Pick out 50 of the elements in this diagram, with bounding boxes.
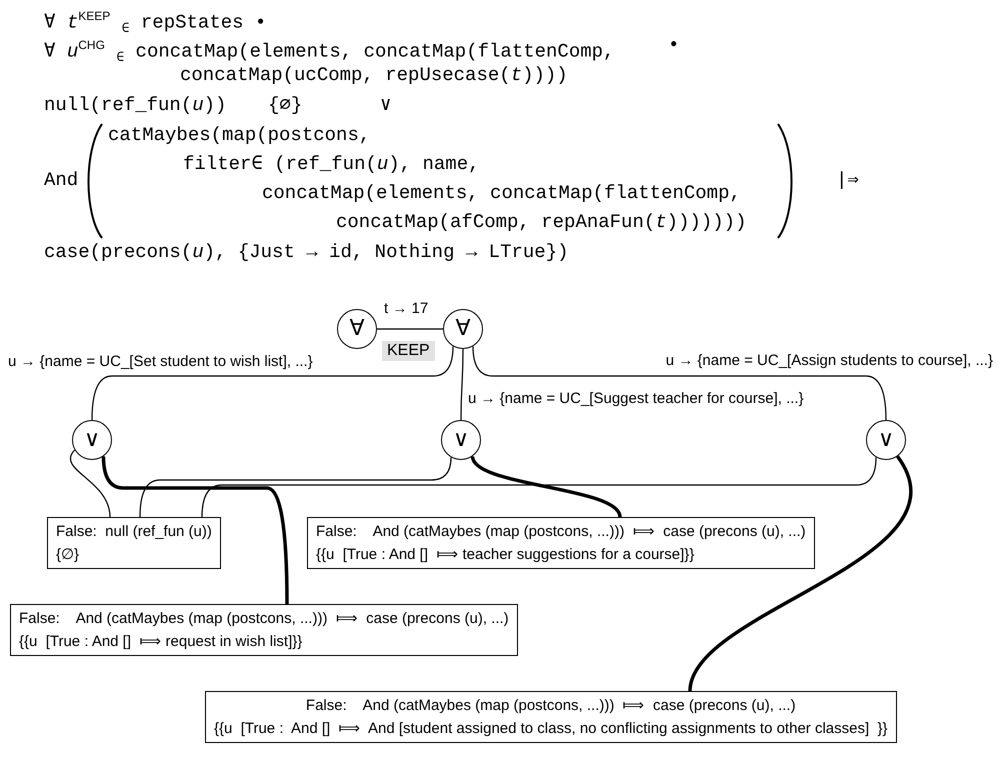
operator-symbol: ∨: [878, 429, 894, 451]
result-box: [10, 604, 518, 656]
thick-connector: [470, 456, 622, 518]
formula-text: concatMap(ucComp, repUsecase(t)))): [180, 63, 568, 87]
connector: [377, 328, 443, 330]
edge-label: u → {name = UC_[Assign students to course], ...}: [666, 352, 993, 370]
result-text: False: And (catMaybes (map (postcons, ...))) ⟾ case (precons (u), ...): [19, 609, 509, 628]
formula-text: ∀ t$^{KEEP}$ $_{∈}$ repStates •: [44, 8, 266, 38]
formula-text: ∀ u$^{CHG}$ $_{∈}$ concatMap(elements, concatMap(flattenComp,: [44, 37, 614, 66]
formula-text: ∨: [380, 93, 392, 117]
thick-connector: [102, 456, 289, 604]
connector: [139, 457, 452, 518]
formula-text: null(ref_fun(u)): [44, 93, 226, 117]
tag-label: KEEP: [382, 341, 435, 361]
result-text: {∅}: [56, 545, 80, 564]
operator-symbol: ∀: [455, 318, 471, 340]
result-text: {{u [True : And [] ⟾ And [student assigned to class, no conflicting assignments to other classes] }}: [214, 719, 888, 738]
formula-text: concatMap(afComp, repAnaFun(t))))))): [336, 210, 746, 234]
operator-symbol: ∀: [349, 318, 365, 340]
result-text: False: null (ref_fun (u)): [56, 522, 212, 541]
connector: [70, 450, 111, 518]
result-text: {{u [True : And [] ⟾ teacher suggestions for a course]}}: [316, 545, 694, 564]
quantifier-circle: [866, 420, 906, 460]
result-box: [205, 691, 896, 743]
edge-label: u → {name = UC_[Set student to wish list], ...}: [8, 353, 313, 371]
operator-symbol: ∨: [452, 429, 470, 451]
result-text: {{u [True : And [] ⟾ request in wish list]}}: [19, 632, 302, 651]
formula-text: •: [668, 33, 680, 57]
operator-symbol: ∨: [84, 429, 100, 451]
formula-text: concatMap(elements, concatMap(flattenComp,: [262, 181, 741, 205]
result-text: False: And (catMaybes (map (postcons, ...))) ⟾ case (precons (u), ...): [306, 696, 796, 715]
connector: [91, 346, 454, 420]
formula-text: |⇒: [836, 168, 859, 192]
formula-text: filter∈ (ref_fun(u), name,: [183, 152, 480, 176]
quantifier-circle: [443, 309, 483, 349]
thick-connector: [688, 456, 912, 692]
formula-text: case(precons(u), {Just → id, Nothing → LTrue}): [44, 240, 568, 264]
quantifier-circle: [337, 309, 377, 349]
connector: [201, 457, 877, 518]
connector: [472, 346, 887, 420]
formula-text: And: [44, 168, 78, 192]
result-box: [47, 517, 221, 569]
quantifier-circle: [72, 420, 112, 460]
result-text: False: And (catMaybes (map (postcons, ...))) ⟾ case (precons (u), ...): [316, 522, 806, 541]
formula-text: catMaybes(map(postcons,: [108, 123, 370, 147]
formula-text: {∅}: [268, 93, 302, 117]
quantifier-circle: [441, 420, 481, 460]
edge-label: u → {name = UC_[Suggest teacher for course], ...}: [468, 390, 804, 408]
result-box: [307, 517, 815, 569]
connector: [460, 349, 464, 420]
